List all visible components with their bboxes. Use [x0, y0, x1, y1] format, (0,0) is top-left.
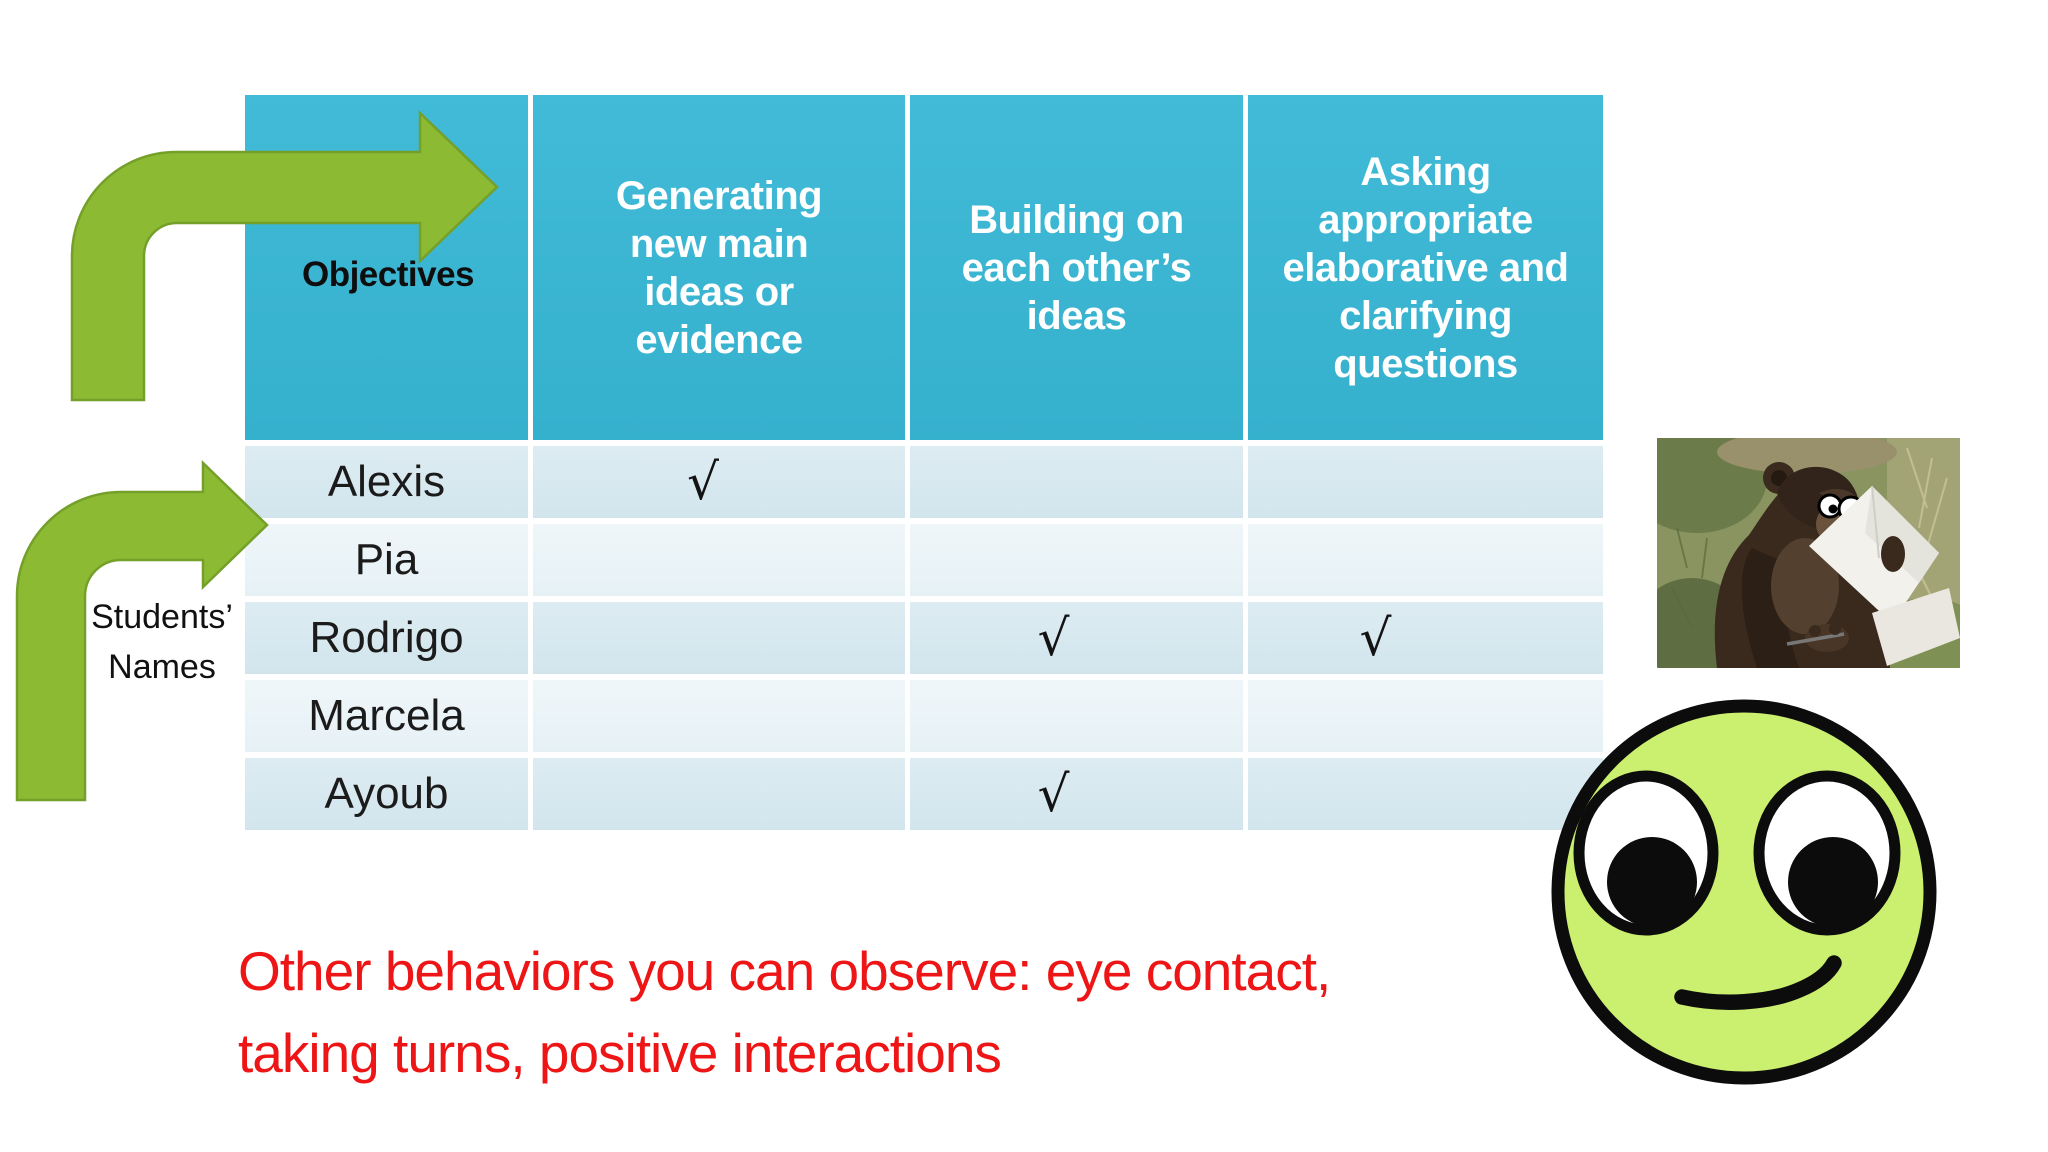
smiley-mouth: [1674, 955, 1842, 1010]
student-name-cell: Ayoub: [245, 758, 528, 830]
check-cell: √: [910, 602, 1243, 674]
smiley-face-image: [1551, 699, 1937, 1085]
check-cell: [910, 446, 1243, 518]
check-cell: [1248, 524, 1603, 596]
check-cell: √: [533, 446, 905, 518]
check-cell: √: [1248, 602, 1603, 674]
observation-table: Objectives Generating new main ideas or …: [245, 95, 1603, 830]
smiley-right-pupil: [1788, 837, 1878, 927]
check-cell: [910, 524, 1243, 596]
table-corner-cell: Objectives: [245, 95, 528, 440]
check-cell: [1248, 758, 1603, 830]
student-name-cell: Alexis: [245, 446, 528, 518]
other-behaviors-note: Other behaviors you can observe: eye con…: [238, 930, 1498, 1094]
check-cell: [533, 524, 905, 596]
check-cell: [1248, 446, 1603, 518]
check-cell: [1248, 680, 1603, 752]
objectives-label: Objectives: [301, 255, 475, 294]
student-name-cell: Marcela: [245, 680, 528, 752]
header-cell-generating: Generating new main ideas or evidence: [533, 95, 905, 440]
note-line-2: taking turns, positive interactions: [238, 1022, 1002, 1084]
check-cell: [533, 680, 905, 752]
students-names-label: Students’ Names: [91, 598, 233, 686]
check-cell: √: [910, 758, 1243, 830]
student-name-cell: Pia: [245, 524, 528, 596]
chimp-reading-photo: [1657, 438, 1960, 668]
check-cell: [910, 680, 1243, 752]
header-cell-asking: Asking appropriate elaborative and clari…: [1248, 95, 1603, 440]
note-line-1: Other behaviors you can observe: eye con…: [238, 940, 1331, 1002]
smiley-left-pupil: [1607, 837, 1697, 927]
check-cell: [533, 602, 905, 674]
check-cell: [533, 758, 905, 830]
student-name-cell: Rodrigo: [245, 602, 528, 674]
header-cell-building: Building on each other’s ideas: [910, 95, 1243, 440]
